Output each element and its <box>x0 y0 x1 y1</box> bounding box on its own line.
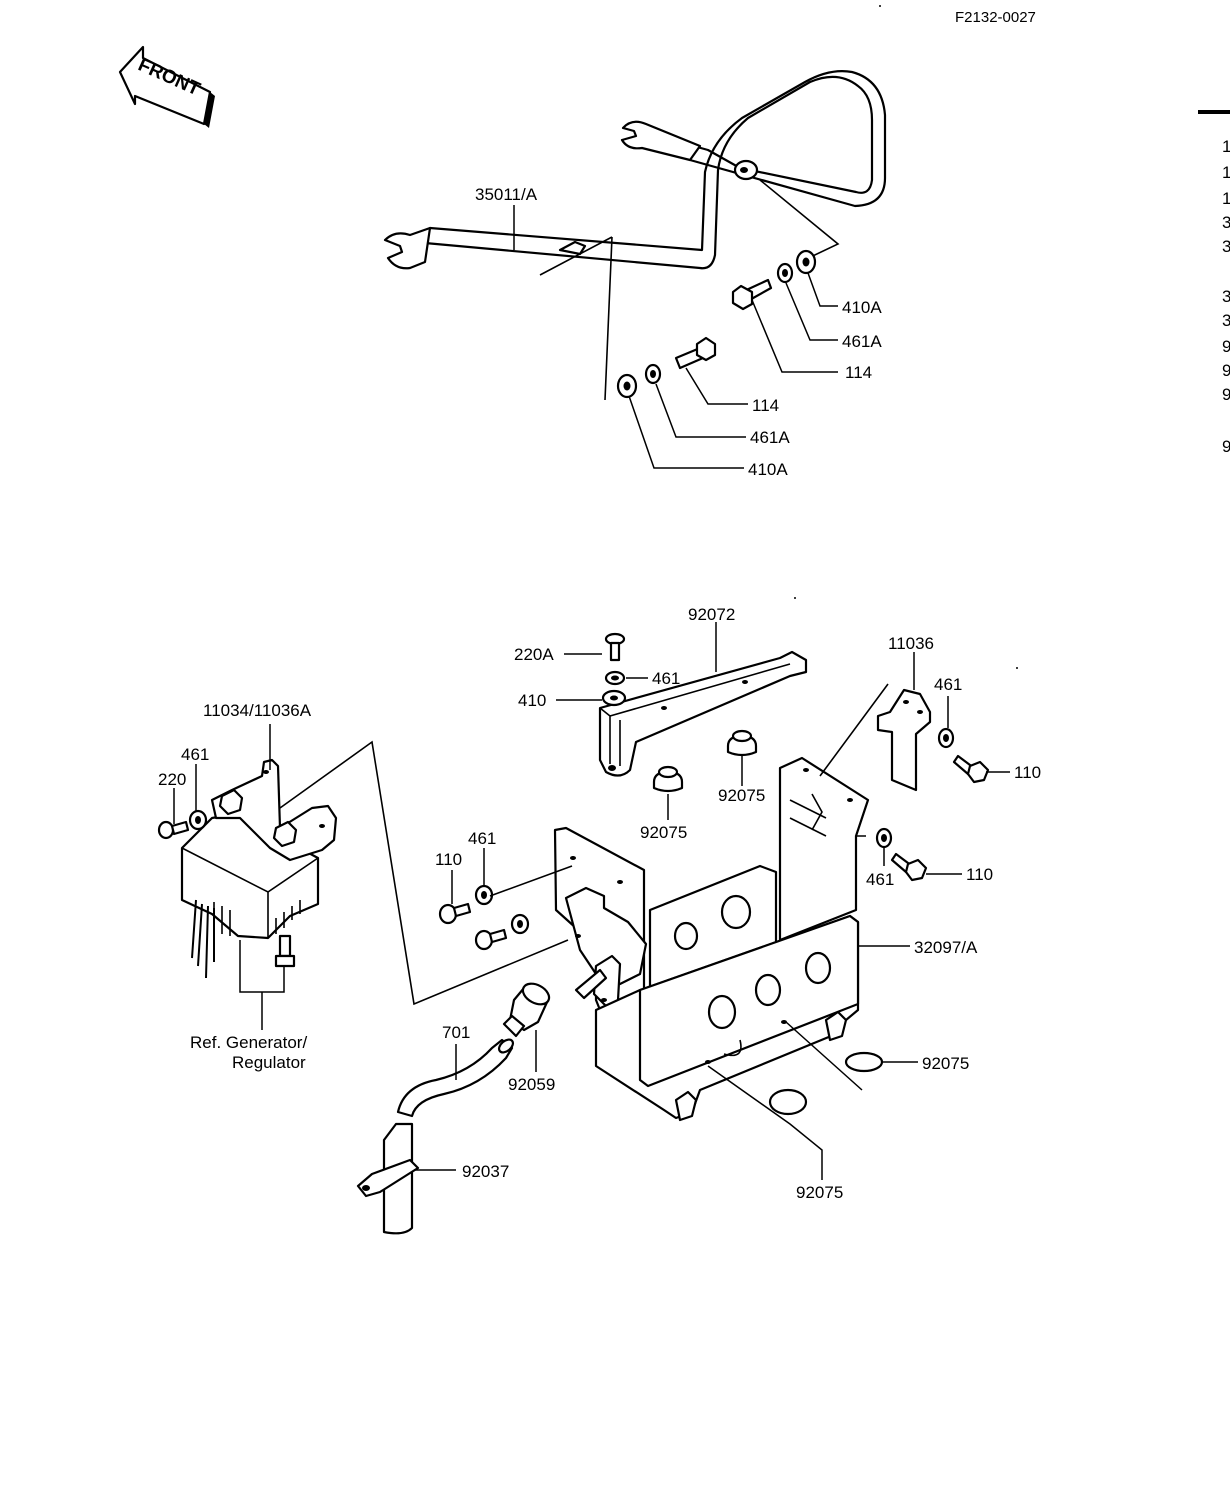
assembly-line-regulator <box>279 740 569 1006</box>
bolt-lower-left <box>474 928 508 951</box>
regulator-assembly <box>180 758 338 979</box>
label-461a-left: 461A <box>750 428 790 447</box>
fragment-3: 3 <box>1222 213 1230 232</box>
label-220a: 220A <box>514 645 554 664</box>
label-92072: 92072 <box>688 605 735 624</box>
fragment-6: 3 <box>1222 311 1230 330</box>
label-92059: 92059 <box>508 1075 555 1094</box>
lock-washer-461-top <box>604 670 626 686</box>
damper-92075-upper-right <box>726 729 758 757</box>
label-461a-right: 461A <box>842 332 882 351</box>
fragment-0: 1 <box>1222 137 1230 156</box>
bracket-92072 <box>598 650 808 777</box>
fragment-8: 9 <box>1222 361 1230 380</box>
label-35011a: 35011/A <box>475 185 538 204</box>
nut-lower-left <box>510 913 530 935</box>
bolt-114-right <box>731 278 773 311</box>
label-92075-upper-right: 92075 <box>718 786 765 805</box>
assembly-line-upper-left <box>539 236 613 401</box>
figure-code: F2132-0027 <box>955 9 1036 26</box>
assembly-line-11036 <box>819 683 889 837</box>
damper-92075-bottom-right <box>844 1051 884 1073</box>
lock-washer-461-regulator <box>188 809 208 831</box>
damper-92075-upper-left <box>652 765 684 793</box>
label-114-right: 114 <box>845 363 872 382</box>
bolt-110-right-mid <box>890 852 928 882</box>
label-410a-left: 410A <box>748 460 788 479</box>
cap-92059 <box>502 982 551 1038</box>
label-114-left: 114 <box>752 396 779 415</box>
label-410a-right: 410A <box>842 298 882 317</box>
lock-washer-461a-right <box>776 262 794 284</box>
label-92037: 92037 <box>462 1162 509 1181</box>
label-32097a: 32097/A <box>914 938 978 957</box>
label-92075-bottom: 92075 <box>796 1183 843 1202</box>
damper-92075-bottom <box>768 1088 808 1116</box>
washer-410 <box>601 689 627 707</box>
label-410: 410 <box>518 691 546 710</box>
fragment-10: 9 <box>1222 437 1230 456</box>
bracket-11036 <box>876 688 932 792</box>
lock-washer-461a-left <box>644 363 662 385</box>
assembly-line-left-bracket <box>489 865 573 897</box>
washer-410a-right <box>795 249 817 275</box>
washer-410a-left <box>616 373 638 399</box>
bolt-114-left <box>674 336 717 370</box>
ref-note-line2: Regulator <box>232 1053 306 1072</box>
guard-bar <box>383 70 887 270</box>
label-220: 220 <box>158 770 186 789</box>
label-461-regulator: 461 <box>181 745 209 764</box>
front-arrow-icon: FRONT <box>118 45 215 128</box>
label-92075-upper-left: 92075 <box>640 823 687 842</box>
fragment-2: 1 <box>1222 189 1230 208</box>
clamp-92037 <box>356 1158 420 1198</box>
lock-washer-461-right-top <box>937 727 955 749</box>
label-11036: 11036 <box>888 634 934 653</box>
label-461-right-mid: 461 <box>866 870 894 889</box>
lock-washer-461-left <box>474 884 494 906</box>
label-110-right-mid: 110 <box>966 865 993 884</box>
label-701: 701 <box>442 1023 470 1042</box>
fragment-7: 9 <box>1222 337 1230 356</box>
bolt-110-right-top <box>952 754 990 784</box>
fragment-1: 1 <box>1222 163 1230 182</box>
fragment-9: 9 <box>1222 385 1230 404</box>
label-92075-bottom-right: 92075 <box>922 1054 969 1073</box>
label-461-left: 461 <box>468 829 496 848</box>
battery-case-32097a <box>553 756 870 1122</box>
screw-220a <box>604 632 626 662</box>
label-110-left: 110 <box>435 850 462 869</box>
label-461-top: 461 <box>652 669 680 688</box>
fragment-4: 3 <box>1222 237 1230 256</box>
label-11034-11036a: 11034/11036A <box>203 701 312 720</box>
lock-washer-461-right-mid <box>875 827 893 849</box>
screw-220 <box>157 820 190 840</box>
hose-701 <box>382 1038 515 1235</box>
ref-note-line1: Ref. Generator/ <box>190 1033 307 1052</box>
right-edge-fragment: 1 1 1 3 3 3 3 9 9 9 9 <box>1198 110 1230 456</box>
fragment-5: 3 <box>1222 287 1230 306</box>
label-110-right-top: 110 <box>1014 763 1041 782</box>
bolt-110-left <box>438 902 472 925</box>
label-461-right-top: 461 <box>934 675 962 694</box>
